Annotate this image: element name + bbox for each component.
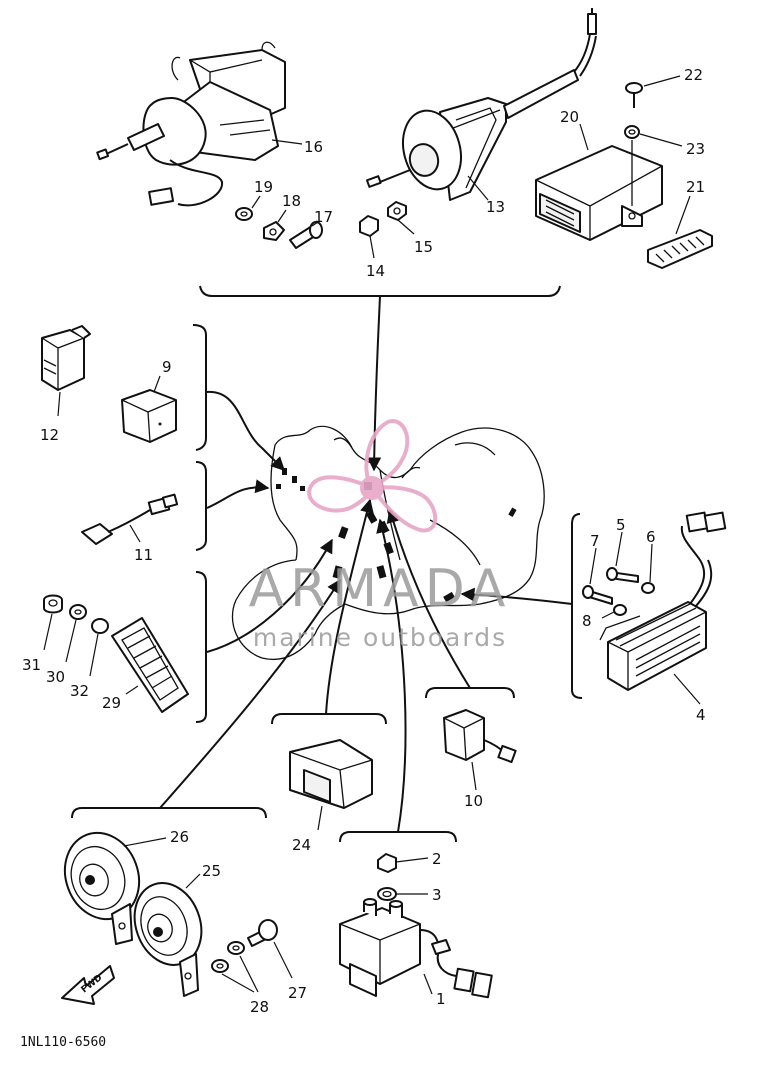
label-5: 5 (616, 516, 626, 534)
connection-arrows (159, 295, 573, 833)
label-8: 8 (582, 612, 592, 630)
part-number-labels: 1 2 3 4 5 6 7 8 9 10 11 12 13 14 15 16 1… (22, 66, 706, 1016)
label-27: 27 (288, 984, 307, 1002)
label-32: 32 (70, 682, 89, 700)
label-10: 10 (464, 792, 483, 810)
armada-logo-icon (307, 419, 437, 533)
parts-25-26-horns (63, 831, 203, 997)
part-11-sensor-lead (81, 493, 179, 545)
label-13: 13 (486, 198, 505, 216)
part-10-sensor (443, 709, 517, 791)
watermark: ARMADA marine outboards (249, 419, 512, 652)
label-19: 19 (254, 178, 273, 196)
label-11: 11 (134, 546, 153, 564)
parts-27-28-hardware (211, 919, 293, 993)
watermark-brand: ARMADA (249, 559, 512, 619)
part-16-motor-unit (96, 41, 303, 207)
diagram-code: 1NL110-6560 (20, 1035, 106, 1050)
part-12-relay (41, 325, 91, 417)
part-1-starter-relay (339, 898, 493, 999)
label-4: 4 (696, 706, 706, 724)
label-28: 28 (250, 998, 269, 1016)
label-22: 22 (684, 66, 703, 84)
bracket-lines (71, 285, 583, 843)
parts-21-22-23 (624, 75, 713, 269)
label-6: 6 (646, 528, 656, 546)
label-24: 24 (292, 836, 311, 854)
part-13-cable-actuator (365, 8, 597, 201)
parts-2-3-nuts (377, 853, 429, 901)
label-25: 25 (202, 862, 221, 880)
watermark-tagline: marine outboards (253, 623, 507, 652)
label-1: 1 (436, 990, 446, 1008)
label-14: 14 (366, 262, 385, 280)
label-26: 26 (170, 828, 189, 846)
label-31: 31 (22, 656, 41, 674)
label-7: 7 (590, 532, 600, 550)
parts-29-32-lamp-hardware (43, 594, 189, 713)
label-16: 16 (304, 138, 323, 156)
label-3: 3 (432, 886, 442, 904)
label-9: 9 (162, 358, 172, 376)
parts-17-18-19-hardware (235, 195, 323, 249)
part-4-rectifier-regulator (599, 511, 727, 705)
parts-14-15-nuts (359, 201, 415, 259)
label-18: 18 (282, 192, 301, 210)
label-15: 15 (414, 238, 433, 256)
label-29: 29 (102, 694, 121, 712)
label-12: 12 (40, 426, 59, 444)
forward-direction-arrow: FWD (61, 965, 115, 1005)
label-21: 21 (686, 178, 705, 196)
label-30: 30 (46, 668, 65, 686)
part-9-fuse-holder (121, 375, 177, 443)
label-23: 23 (686, 140, 705, 158)
part-24-relay (289, 739, 373, 831)
label-2: 2 (432, 850, 442, 868)
part-20-control-unit (535, 123, 663, 241)
label-20: 20 (560, 108, 579, 126)
parts-5-6-7-8-hardware (582, 531, 655, 619)
label-17: 17 (314, 208, 333, 226)
